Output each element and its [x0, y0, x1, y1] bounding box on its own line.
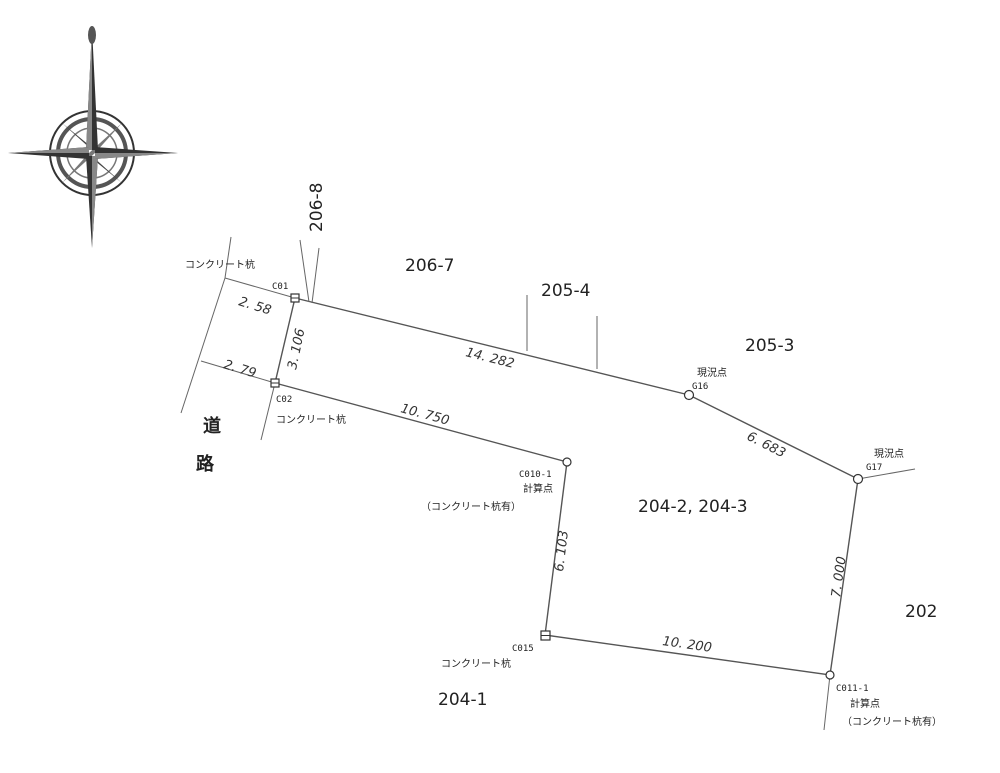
c010-label: 計算点: [523, 482, 553, 495]
ext-line: [260, 382, 276, 441]
divider-202: [857, 468, 916, 480]
c010-marker: [562, 457, 572, 467]
road-char-1: 道: [203, 415, 221, 437]
dim-2-58: 2. 58: [237, 294, 273, 318]
dim-10-750: 10. 750: [399, 401, 451, 428]
parcel-205-4: 205-4: [541, 281, 590, 301]
c02-id: C02: [276, 395, 292, 405]
g17-label: 現況点: [874, 448, 904, 460]
compass-rose-icon: [8, 26, 178, 248]
g17-marker: [852, 473, 864, 485]
boundary-west: [274, 297, 296, 384]
c01-id: C01: [272, 282, 288, 292]
g17-id: G17: [866, 463, 882, 473]
dim-10-200: 10. 200: [661, 634, 712, 656]
parcel-206-8: 206-8: [307, 183, 327, 232]
c011-label: 計算点: [850, 697, 880, 710]
c011-note: （コンクリート杭有）: [842, 715, 942, 728]
c010-id: C010-1: [519, 470, 552, 480]
boundary-inner: [274, 382, 859, 676]
road-dim-bottom: [200, 360, 276, 384]
dim-2-79: 2. 79: [222, 357, 258, 381]
road-char-2: 路: [196, 453, 215, 475]
parcel-204-2: 204-2, 204-3: [638, 497, 748, 517]
c02-label: コンクリート杭: [276, 413, 346, 426]
road-edge: [180, 277, 226, 414]
g16-label: 現況点: [697, 367, 727, 379]
c011-marker: [825, 670, 835, 680]
dim-14-282: 14. 282: [464, 345, 516, 372]
parcel-202: 202: [905, 602, 937, 622]
c011-id: C011-1: [836, 684, 869, 694]
g16-id: G16: [692, 382, 708, 392]
c010-note: （コンクリート杭有）: [421, 500, 521, 513]
divider-204-1: [823, 674, 831, 731]
c015-id: C015: [512, 644, 534, 654]
c01-label: コンクリート杭: [185, 258, 255, 271]
c015-label: コンクリート杭: [441, 657, 511, 670]
parcel-206-7: 206-7: [405, 256, 454, 276]
dim-7-000: 7. 000: [829, 556, 850, 599]
road-dim-top: [224, 277, 296, 299]
divider-206-8: [311, 247, 320, 304]
dim-3-106: 3. 106: [285, 327, 308, 371]
ext-line: [224, 236, 232, 279]
g16-marker: [683, 389, 695, 401]
divider-206-8: [299, 239, 310, 303]
dim-6-103: 6. 103: [552, 530, 572, 573]
parcel-204-1: 204-1: [438, 690, 487, 710]
parcel-205-3: 205-3: [745, 336, 794, 356]
